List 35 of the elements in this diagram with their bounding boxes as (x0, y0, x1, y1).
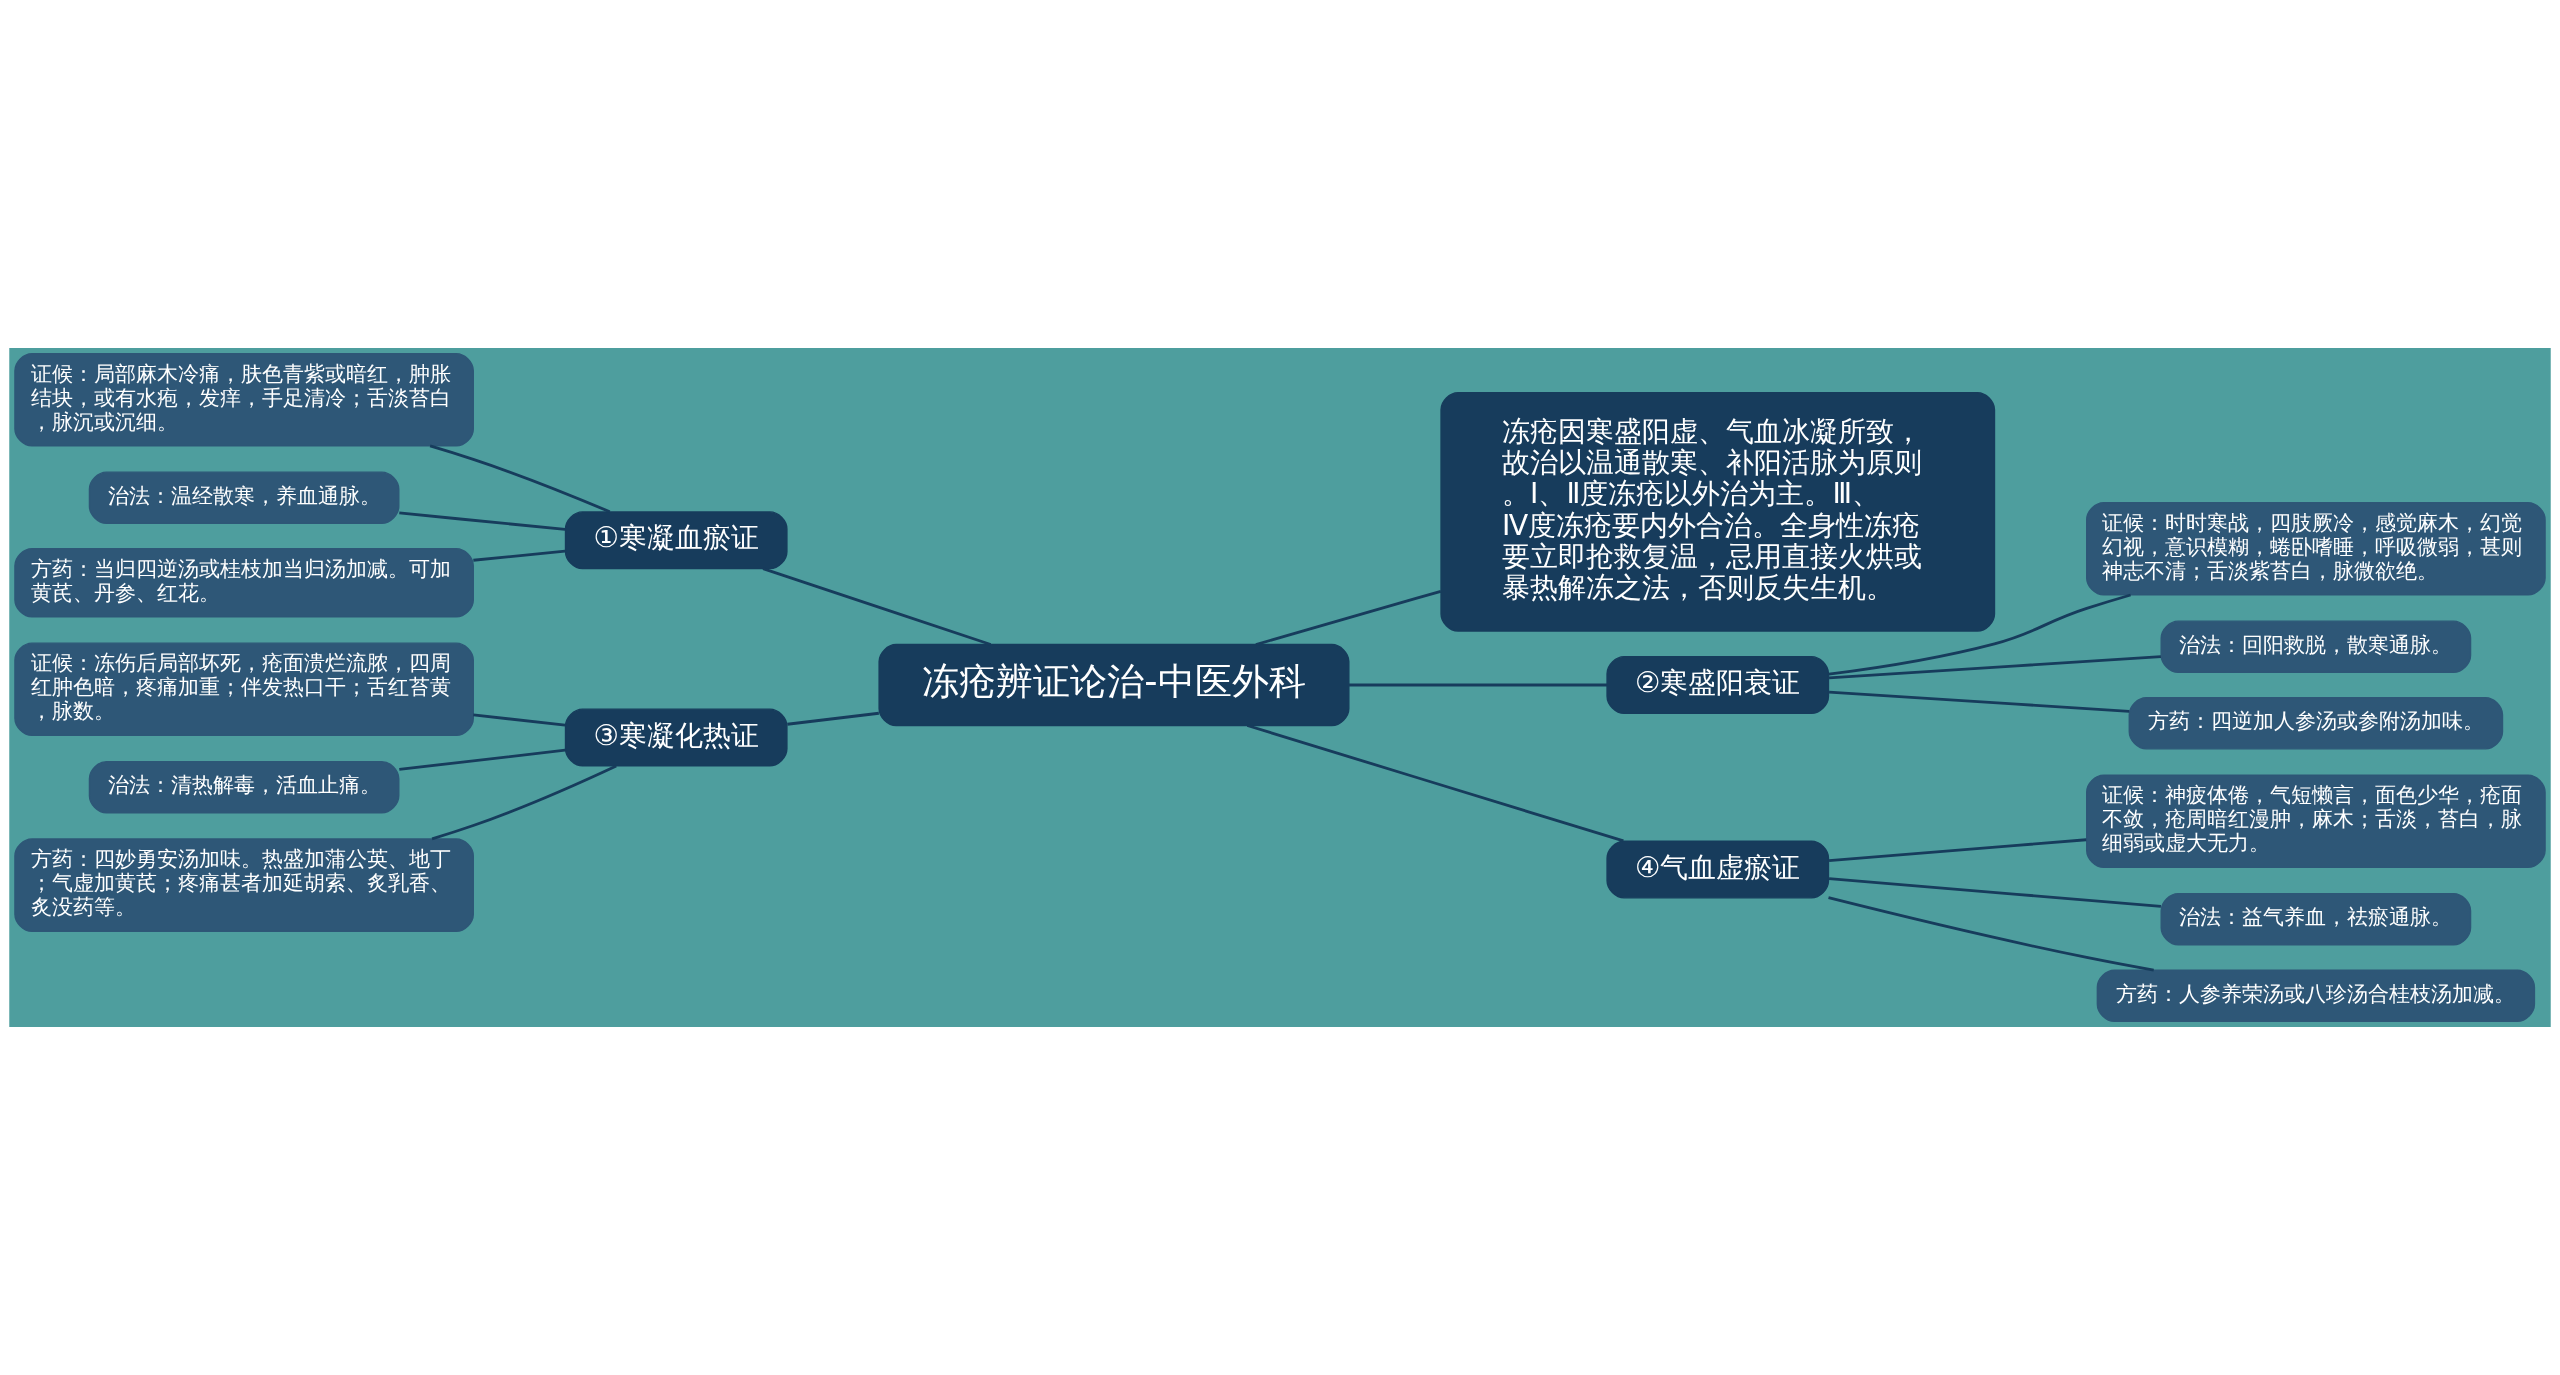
node-box: ②寒盛阳衰证 (1606, 655, 1830, 715)
connector (431, 764, 617, 841)
node-box: 方药：四妙勇安汤加味。热盛加蒲公英、地丁；气虚加黄芪；疼痛甚者加延胡索、炙乳香、炙没药等。 (14, 838, 474, 932)
node-box: ④气血虚瘀证 (1606, 840, 1830, 899)
connector (1349, 683, 1607, 687)
node-box: 证候：局部麻木冷痛，肤色青紫或暗红，肿胀结块，或有水疱，发痒，手足清冷；舌淡苔白，脉沉或沉细。 (14, 352, 474, 447)
connector (1828, 593, 2131, 676)
connector (399, 748, 566, 771)
connector (1255, 589, 1442, 646)
node-box: ①寒凝血瘀证 (564, 511, 788, 570)
node-box: 冻疮辨证论治-中医外科 (878, 643, 1350, 727)
connector (399, 511, 566, 531)
node-box: 证候：神疲体倦，气短懒言，面色少华，疮面不敛，疮周暗红漫肿，麻木；舌淡，苔白，脉细弱或虚大无力。 (2086, 774, 2546, 869)
connector (473, 713, 566, 727)
connector (1828, 838, 2087, 862)
node-box: 方药：人参养荣汤或八珍汤合桂枝汤加减。 (2096, 969, 2536, 1023)
connector (1828, 690, 2130, 713)
node-box: 治法：回阳救脱，散寒通脉。 (2160, 620, 2472, 673)
connector (762, 567, 992, 646)
node-box: 冻疮因寒盛阳虚、气血冰凝所致，故治以温通散寒、补阳活脉为原则。Ⅰ、Ⅱ度冻疮以外治为主。Ⅲ、Ⅳ度冻疮要内外合治。全身性冻疮要立即抢救复温，忌用直接火烘或暴热解冻之法，否则反失生机。 (1440, 392, 1996, 632)
node-box: 方药：当归四逆汤或桂枝加当归汤加减。可加黄芪、丹参、红花。 (14, 548, 474, 618)
node-box: 证候：时时寒战，四肢厥冷，感觉麻木，幻觉幻视，意识模糊，蜷卧嗜睡，呼吸微弱，甚则神志不清；舌淡紫苔白，脉微欲绝。 (2086, 501, 2546, 596)
connector (1828, 655, 2161, 680)
connector (429, 444, 611, 514)
connector (787, 711, 880, 726)
node-box: 治法：温经散寒，养血通脉。 (88, 471, 400, 524)
connector (1828, 896, 2154, 972)
connector (1246, 724, 1624, 843)
node-box: 治法：益气养血，祛瘀通脉。 (2160, 892, 2472, 946)
node-box: 证候：冻伤后局部坏死，疮面溃烂流脓，四周红肿色暗，疼痛加重；伴发热口干；舌红苔黄，脉数。 (14, 642, 474, 737)
node-box: ③寒凝化热证 (564, 708, 788, 767)
connector (473, 549, 566, 562)
node-box: 治法：清热解毒，活血止痛。 (88, 760, 400, 814)
node-box: 方药：四逆加人参汤或参附汤加味。 (2128, 697, 2504, 750)
connector (1828, 877, 2162, 908)
